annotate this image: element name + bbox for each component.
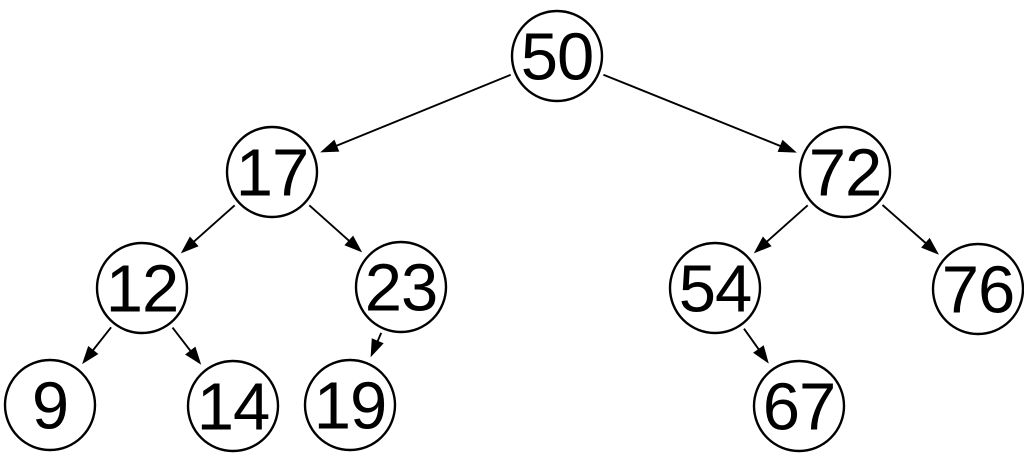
node-value: 76 [942, 252, 1015, 327]
tree-node-72: 72 [798, 125, 892, 219]
tree-edge-23-19 [370, 332, 384, 358]
tree-edge-50-72 [603, 73, 797, 153]
arrowhead-icon [320, 139, 340, 153]
node-value: 17 [236, 135, 309, 210]
tree-edge-50-17 [320, 73, 512, 153]
node-circle [225, 125, 319, 219]
arrowhead-icon [82, 346, 99, 365]
tree-node-17: 17 [225, 125, 319, 219]
edge-line [603, 73, 783, 148]
node-value: 12 [106, 251, 179, 326]
node-value: 14 [197, 369, 270, 444]
edge-line [91, 326, 112, 353]
arrowhead-icon [777, 139, 797, 153]
node-value: 19 [314, 368, 387, 443]
edge-line [171, 327, 193, 353]
tree-node-12: 12 [95, 241, 189, 335]
node-circle [186, 359, 280, 453]
arrowhead-icon [370, 338, 384, 358]
tree-node-9: 9 [3, 358, 97, 452]
node-circle [752, 359, 846, 453]
arrowhead-icon [344, 235, 363, 253]
tree-edge-72-54 [753, 204, 809, 254]
arrowhead-icon [185, 346, 202, 365]
tree-node-50: 50 [510, 9, 604, 103]
edge-line [192, 204, 236, 244]
edge-line [334, 73, 512, 148]
node-value: 50 [521, 19, 594, 94]
tree-node-76: 76 [931, 242, 1024, 336]
arrowhead-icon [753, 236, 772, 254]
tree-node-23: 23 [354, 240, 448, 334]
node-circle [3, 358, 97, 452]
node-circle [798, 125, 892, 219]
arrowhead-icon [921, 237, 939, 255]
arrowhead-icon [753, 345, 769, 364]
node-value: 67 [763, 369, 836, 444]
tree-edge-17-12 [180, 204, 236, 254]
edge-line [765, 204, 809, 244]
edge-line [743, 328, 761, 352]
arrowhead-icon [180, 236, 199, 254]
node-circle [931, 242, 1024, 336]
tree-node-14: 14 [186, 359, 280, 453]
tree-node-67: 67 [752, 359, 846, 453]
node-circle [303, 358, 397, 452]
edge-line [881, 204, 928, 245]
tree-edge-72-76 [881, 204, 939, 255]
tree-node-54: 54 [668, 241, 762, 335]
tree-edge-12-14 [171, 327, 202, 365]
node-circle [95, 241, 189, 335]
node-value: 23 [365, 250, 438, 325]
tree-node-19: 19 [303, 358, 397, 452]
node-value: 9 [32, 368, 68, 443]
node-circle [354, 240, 448, 334]
edge-line [308, 204, 351, 243]
node-circle [668, 241, 762, 335]
node-value: 54 [679, 251, 752, 326]
tree-edge-12-9 [82, 326, 112, 365]
tree-edge-54-67 [743, 328, 769, 364]
node-circle [510, 9, 604, 103]
tree-edge-17-23 [308, 204, 363, 253]
node-value: 72 [809, 135, 882, 210]
